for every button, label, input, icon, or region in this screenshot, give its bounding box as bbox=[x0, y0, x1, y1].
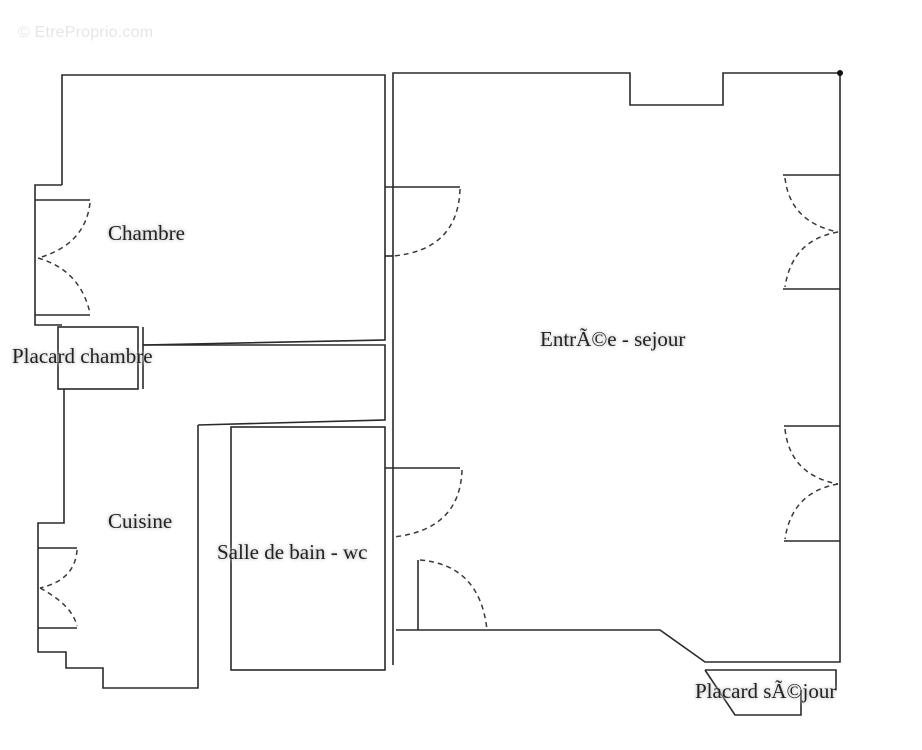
door-entry-main bbox=[419, 559, 488, 631]
label-placard-sejour: Placard sÃ©jour bbox=[695, 679, 837, 703]
door-salle-de-bain-entry bbox=[392, 469, 463, 538]
label-chambre: Chambre bbox=[108, 221, 185, 245]
room-salle-de-bain-walls bbox=[230, 426, 386, 671]
label-salle-de-bain: Salle de bain - wc bbox=[217, 540, 368, 564]
door-cuisine-closet bbox=[39, 549, 78, 627]
door-sejour-closet-1 bbox=[784, 177, 839, 288]
room-placard-sejour-walls bbox=[704, 669, 837, 716]
corner-marker bbox=[837, 70, 843, 76]
label-placard-chambre: Placard chambre bbox=[12, 344, 153, 368]
door-chambre-entry bbox=[392, 188, 461, 257]
door-chambre-closet bbox=[37, 202, 91, 314]
room-placard-chambre-walls bbox=[57, 326, 144, 390]
room-sejour-walls bbox=[385, 72, 841, 665]
room-chambre-walls bbox=[34, 74, 386, 346]
label-cuisine: Cuisine bbox=[108, 509, 173, 533]
watermark: © EtreProprio.com bbox=[18, 24, 154, 41]
label-entree-sejour: EntrÃ©e - sejour bbox=[540, 327, 686, 351]
door-sejour-closet-2 bbox=[784, 428, 839, 540]
room-cuisine-walls bbox=[37, 389, 199, 689]
corridor-walls bbox=[143, 344, 386, 426]
